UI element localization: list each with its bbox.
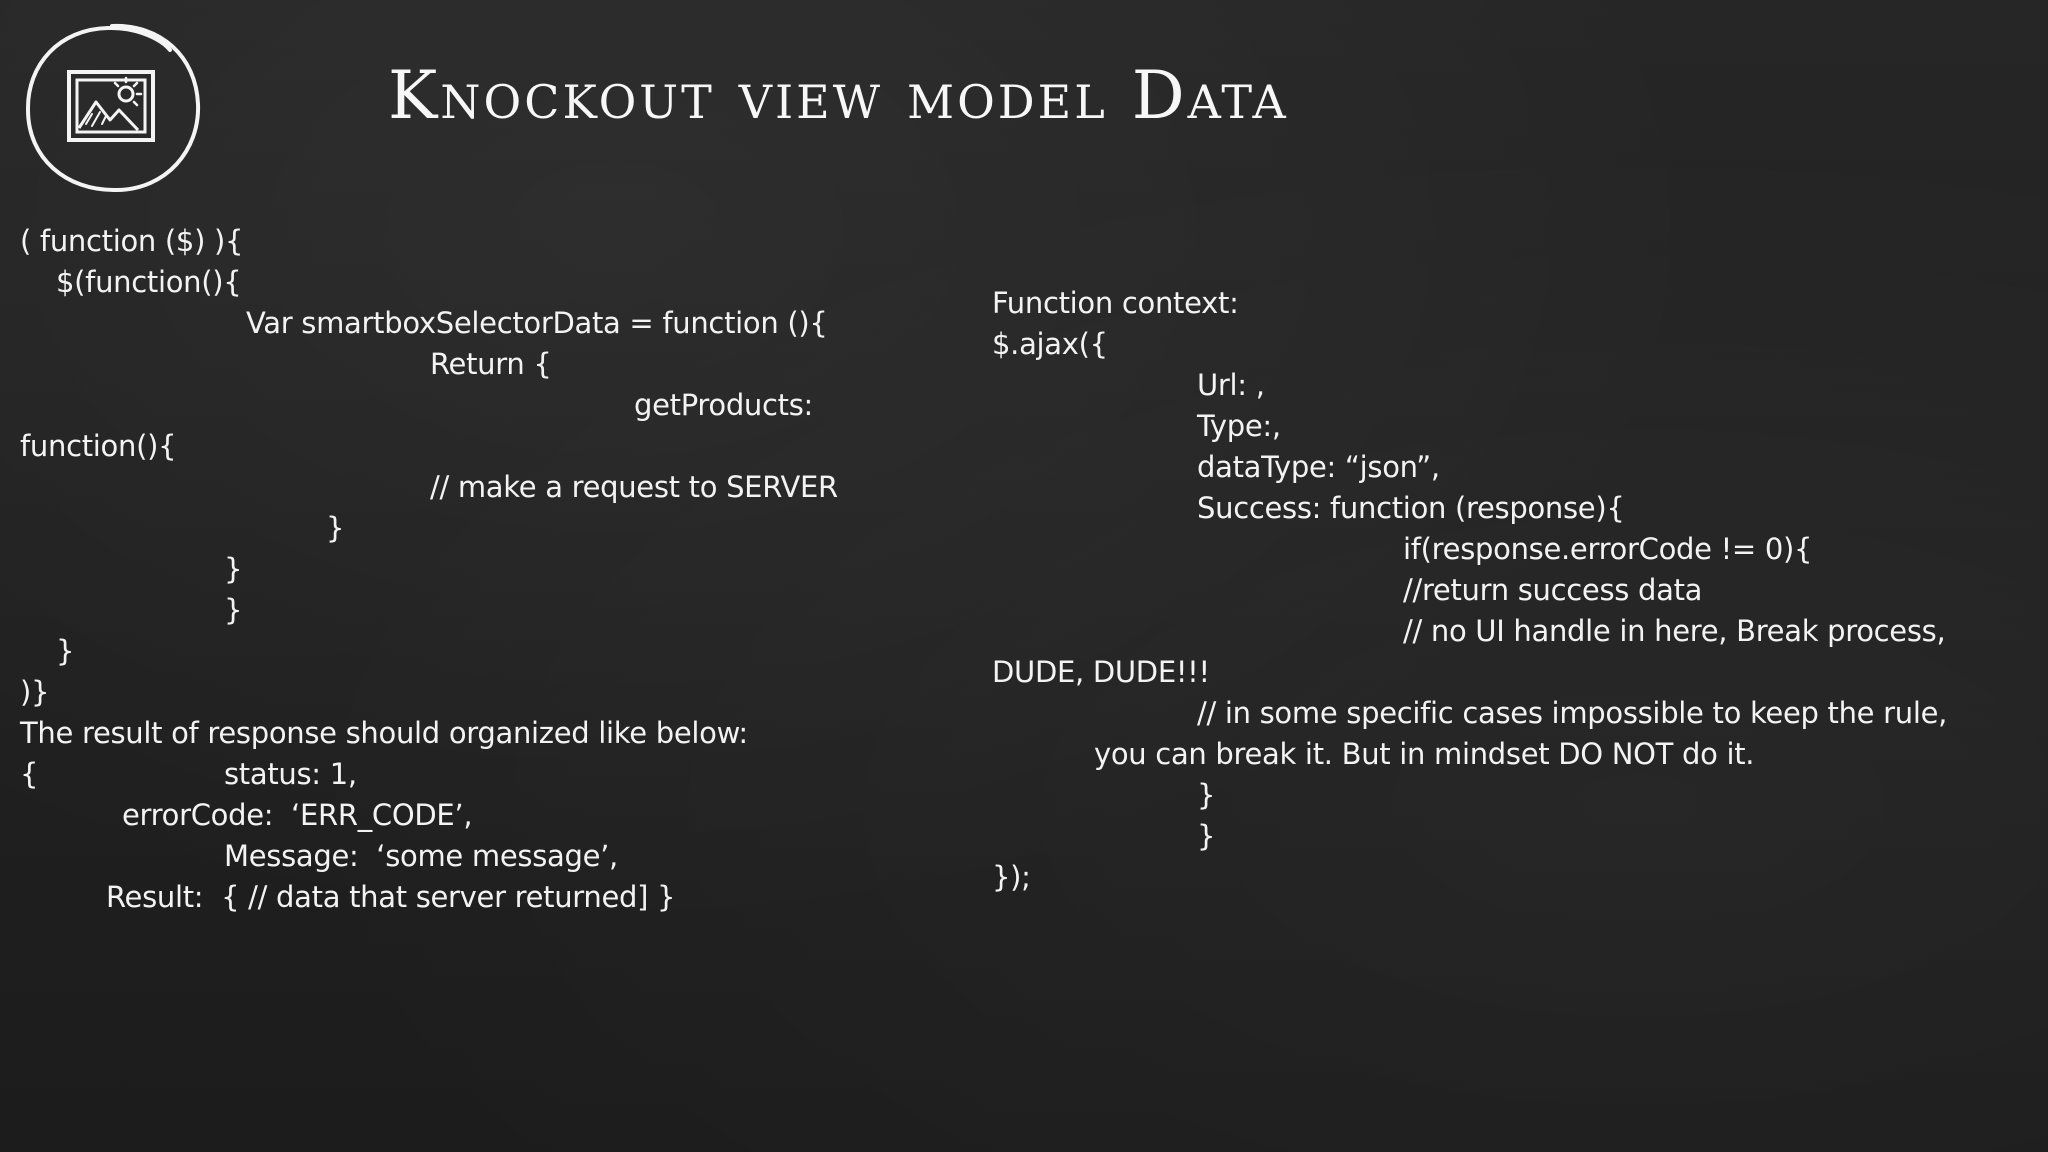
code-line: Type:, bbox=[1197, 409, 1281, 443]
code-line: Result: { // data that server returned] … bbox=[106, 880, 676, 914]
slide-title: Knockout view model Data bbox=[388, 57, 1289, 134]
code-line: Success: function (response){ bbox=[1197, 491, 1625, 525]
code-line: } bbox=[326, 511, 345, 545]
code-line: } bbox=[224, 593, 243, 627]
code-line: }); bbox=[992, 860, 1031, 894]
code-line: Function context: bbox=[992, 286, 1239, 320]
code-line: you can break it. But in mindset DO NOT … bbox=[1094, 737, 1755, 771]
code-line: } bbox=[1197, 778, 1216, 812]
code-line: $(function(){ bbox=[56, 265, 242, 299]
code-line: Return { bbox=[430, 347, 552, 381]
code-line: $.ajax({ bbox=[992, 327, 1108, 361]
code-line: Var smartboxSelectorData = function (){ bbox=[246, 306, 828, 340]
code-line: status: 1, bbox=[224, 757, 357, 791]
code-line: Url: , bbox=[1197, 368, 1265, 402]
code-line: // no UI handle in here, Break process, bbox=[1403, 614, 1946, 648]
code-line: DUDE, DUDE!!! bbox=[992, 655, 1210, 689]
code-line: getProducts: bbox=[634, 388, 814, 422]
code-line: The result of response should organized … bbox=[20, 716, 748, 750]
code-line: { bbox=[20, 757, 39, 791]
code-line: function(){ bbox=[20, 429, 177, 463]
code-line: ( function ($) ){ bbox=[20, 224, 244, 258]
code-line: // in some specific cases impossible to … bbox=[1197, 696, 1948, 730]
code-line: )} bbox=[20, 675, 50, 709]
code-line: } bbox=[1197, 819, 1216, 853]
code-line: dataType: “json”, bbox=[1197, 450, 1440, 484]
code-line: // make a request to SERVER bbox=[430, 470, 838, 504]
framed-landscape-picture-icon bbox=[25, 23, 201, 193]
code-line: //return success data bbox=[1403, 573, 1703, 607]
code-line: Message: ‘some message’, bbox=[224, 839, 618, 873]
code-line: if(response.errorCode != 0){ bbox=[1403, 532, 1813, 566]
code-line: } bbox=[224, 552, 243, 586]
code-line: errorCode: ‘ERR_CODE’, bbox=[122, 798, 473, 832]
code-line: } bbox=[56, 634, 75, 668]
